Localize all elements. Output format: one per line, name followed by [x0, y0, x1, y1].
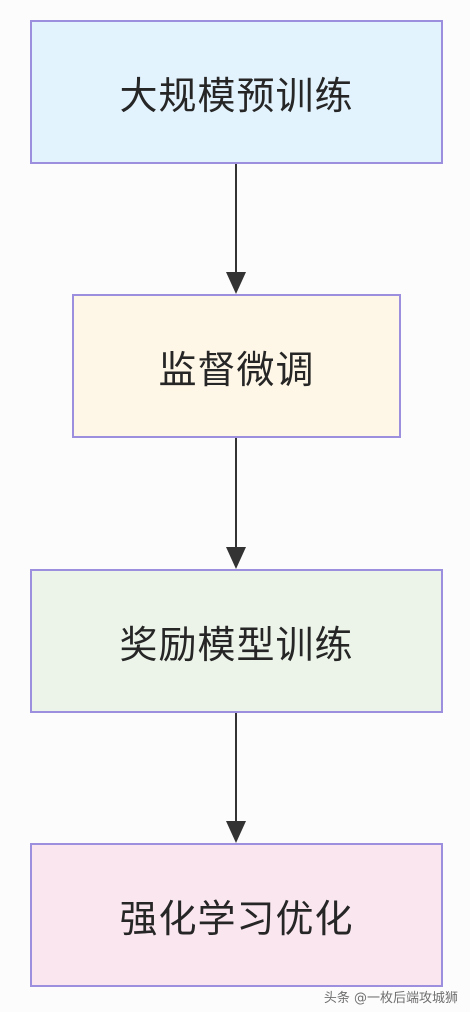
node-pretraining-label: 大规模预训练: [119, 73, 354, 118]
node-supervised-finetuning-label: 监督微调: [158, 347, 315, 392]
node-pretraining: 大规模预训练: [30, 20, 443, 164]
node-rl-optimization: 强化学习优化: [30, 843, 443, 987]
node-reward-model-training-label: 奖励模型训练: [119, 622, 354, 667]
watermark: 头条 @一枚后端攻城狮: [323, 991, 458, 1006]
node-supervised-finetuning: 监督微调: [72, 294, 401, 438]
node-reward-model-training: 奖励模型训练: [30, 569, 443, 713]
node-rl-optimization-label: 强化学习优化: [119, 896, 354, 941]
arrow-sft-to-reward-model: [226, 438, 246, 569]
arrow-pretrain-to-sft: [226, 164, 246, 294]
arrow-reward-model-to-rl: [226, 713, 246, 843]
